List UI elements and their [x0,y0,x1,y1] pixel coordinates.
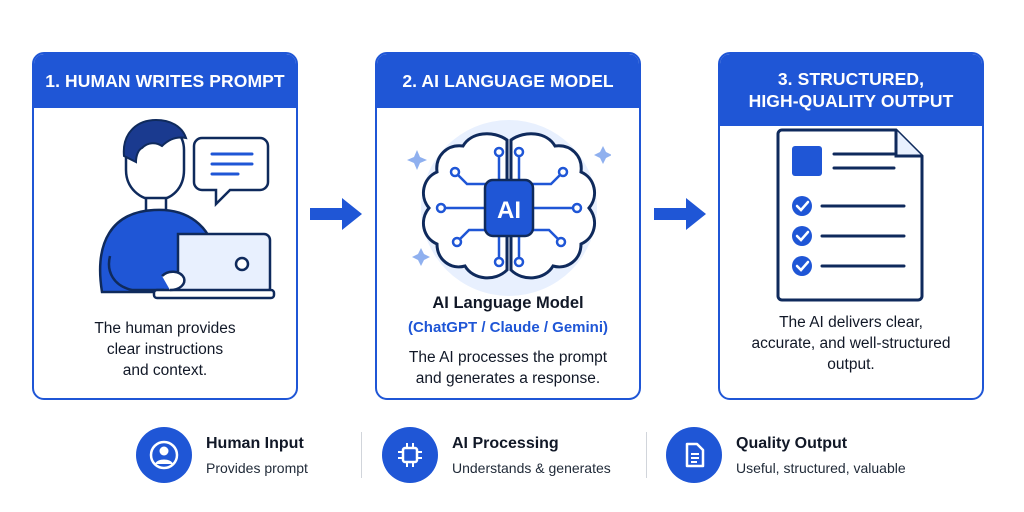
brain-illustration: AI [407,120,611,296]
document-icon [666,427,722,483]
laptop-icon [152,232,276,300]
step-description-line: The human provides [94,320,236,337]
step-header-label: HIGH-QUALITY OUTPUT [748,91,954,111]
step-description-line: accurate, and well-structured [751,335,951,352]
speech-bubble-icon [192,136,270,208]
step-card-output: 3. STRUCTURED, HIGH-QUALITY OUTPUT The A… [718,52,984,400]
document-checklist-illustration [776,128,924,302]
ai-badge-label: AI [497,197,521,224]
legend-description: Understands & generates [452,459,611,476]
arrow-right-icon [654,198,706,230]
step-description-line: The AI processes the prompt [408,349,608,366]
step-description: The human provides clear instructions an… [34,318,296,381]
step-header: 2. AI LANGUAGE MODEL [377,54,639,108]
step-header-label: 2. AI LANGUAGE MODEL [402,71,614,91]
legend-title: Quality Output [736,434,848,452]
user-icon [136,427,192,483]
step-header-label: 1. HUMAN WRITES PROMPT [45,71,285,91]
step-header: 1. HUMAN WRITES PROMPT [34,54,296,108]
step-header: 3. STRUCTURED, HIGH-QUALITY OUTPUT [720,54,982,126]
step-card-model: 2. AI LANGUAGE MODEL AI AI Language Mode… [375,52,641,400]
step-header-label: 3. STRUCTURED, [777,69,925,89]
model-title: AI Language Model [432,294,584,312]
legend-description: Provides prompt [206,459,308,476]
step-description-line: output. [827,356,875,373]
legend-divider [646,432,647,478]
legend-human-input: Human Input Provides prompt [136,422,308,488]
ai-chip-icon [483,178,535,238]
legend-title: AI Processing [452,434,559,452]
chip-icon [382,427,438,483]
checkmark-icon [792,196,906,276]
sparkle-icon [407,146,611,266]
legend-ai-processing: AI Processing Understands & generates [382,422,611,488]
human-at-laptop-illustration [98,118,276,300]
step-description-line: The AI delivers clear, [779,314,923,331]
model-subtitle: (ChatGPT / Claude / Gemini) [407,319,609,336]
step-description: The AI processes the prompt and generate… [377,347,639,389]
legend-quality-output: Quality Output Useful, structured, valua… [666,422,906,488]
legend-description: Useful, structured, valuable [736,459,906,476]
step-description-line: clear instructions [106,341,224,358]
arrow-right-icon [310,198,362,230]
legend-title: Human Input [206,434,304,452]
step-description-line: and context. [122,362,208,379]
step-description: The AI delivers clear, accurate, and wel… [720,312,982,375]
legend-divider [361,432,362,478]
step-card-human: 1. HUMAN WRITES PROMPT The human provide… [32,52,298,400]
step-description-line: and generates a response. [415,370,601,387]
